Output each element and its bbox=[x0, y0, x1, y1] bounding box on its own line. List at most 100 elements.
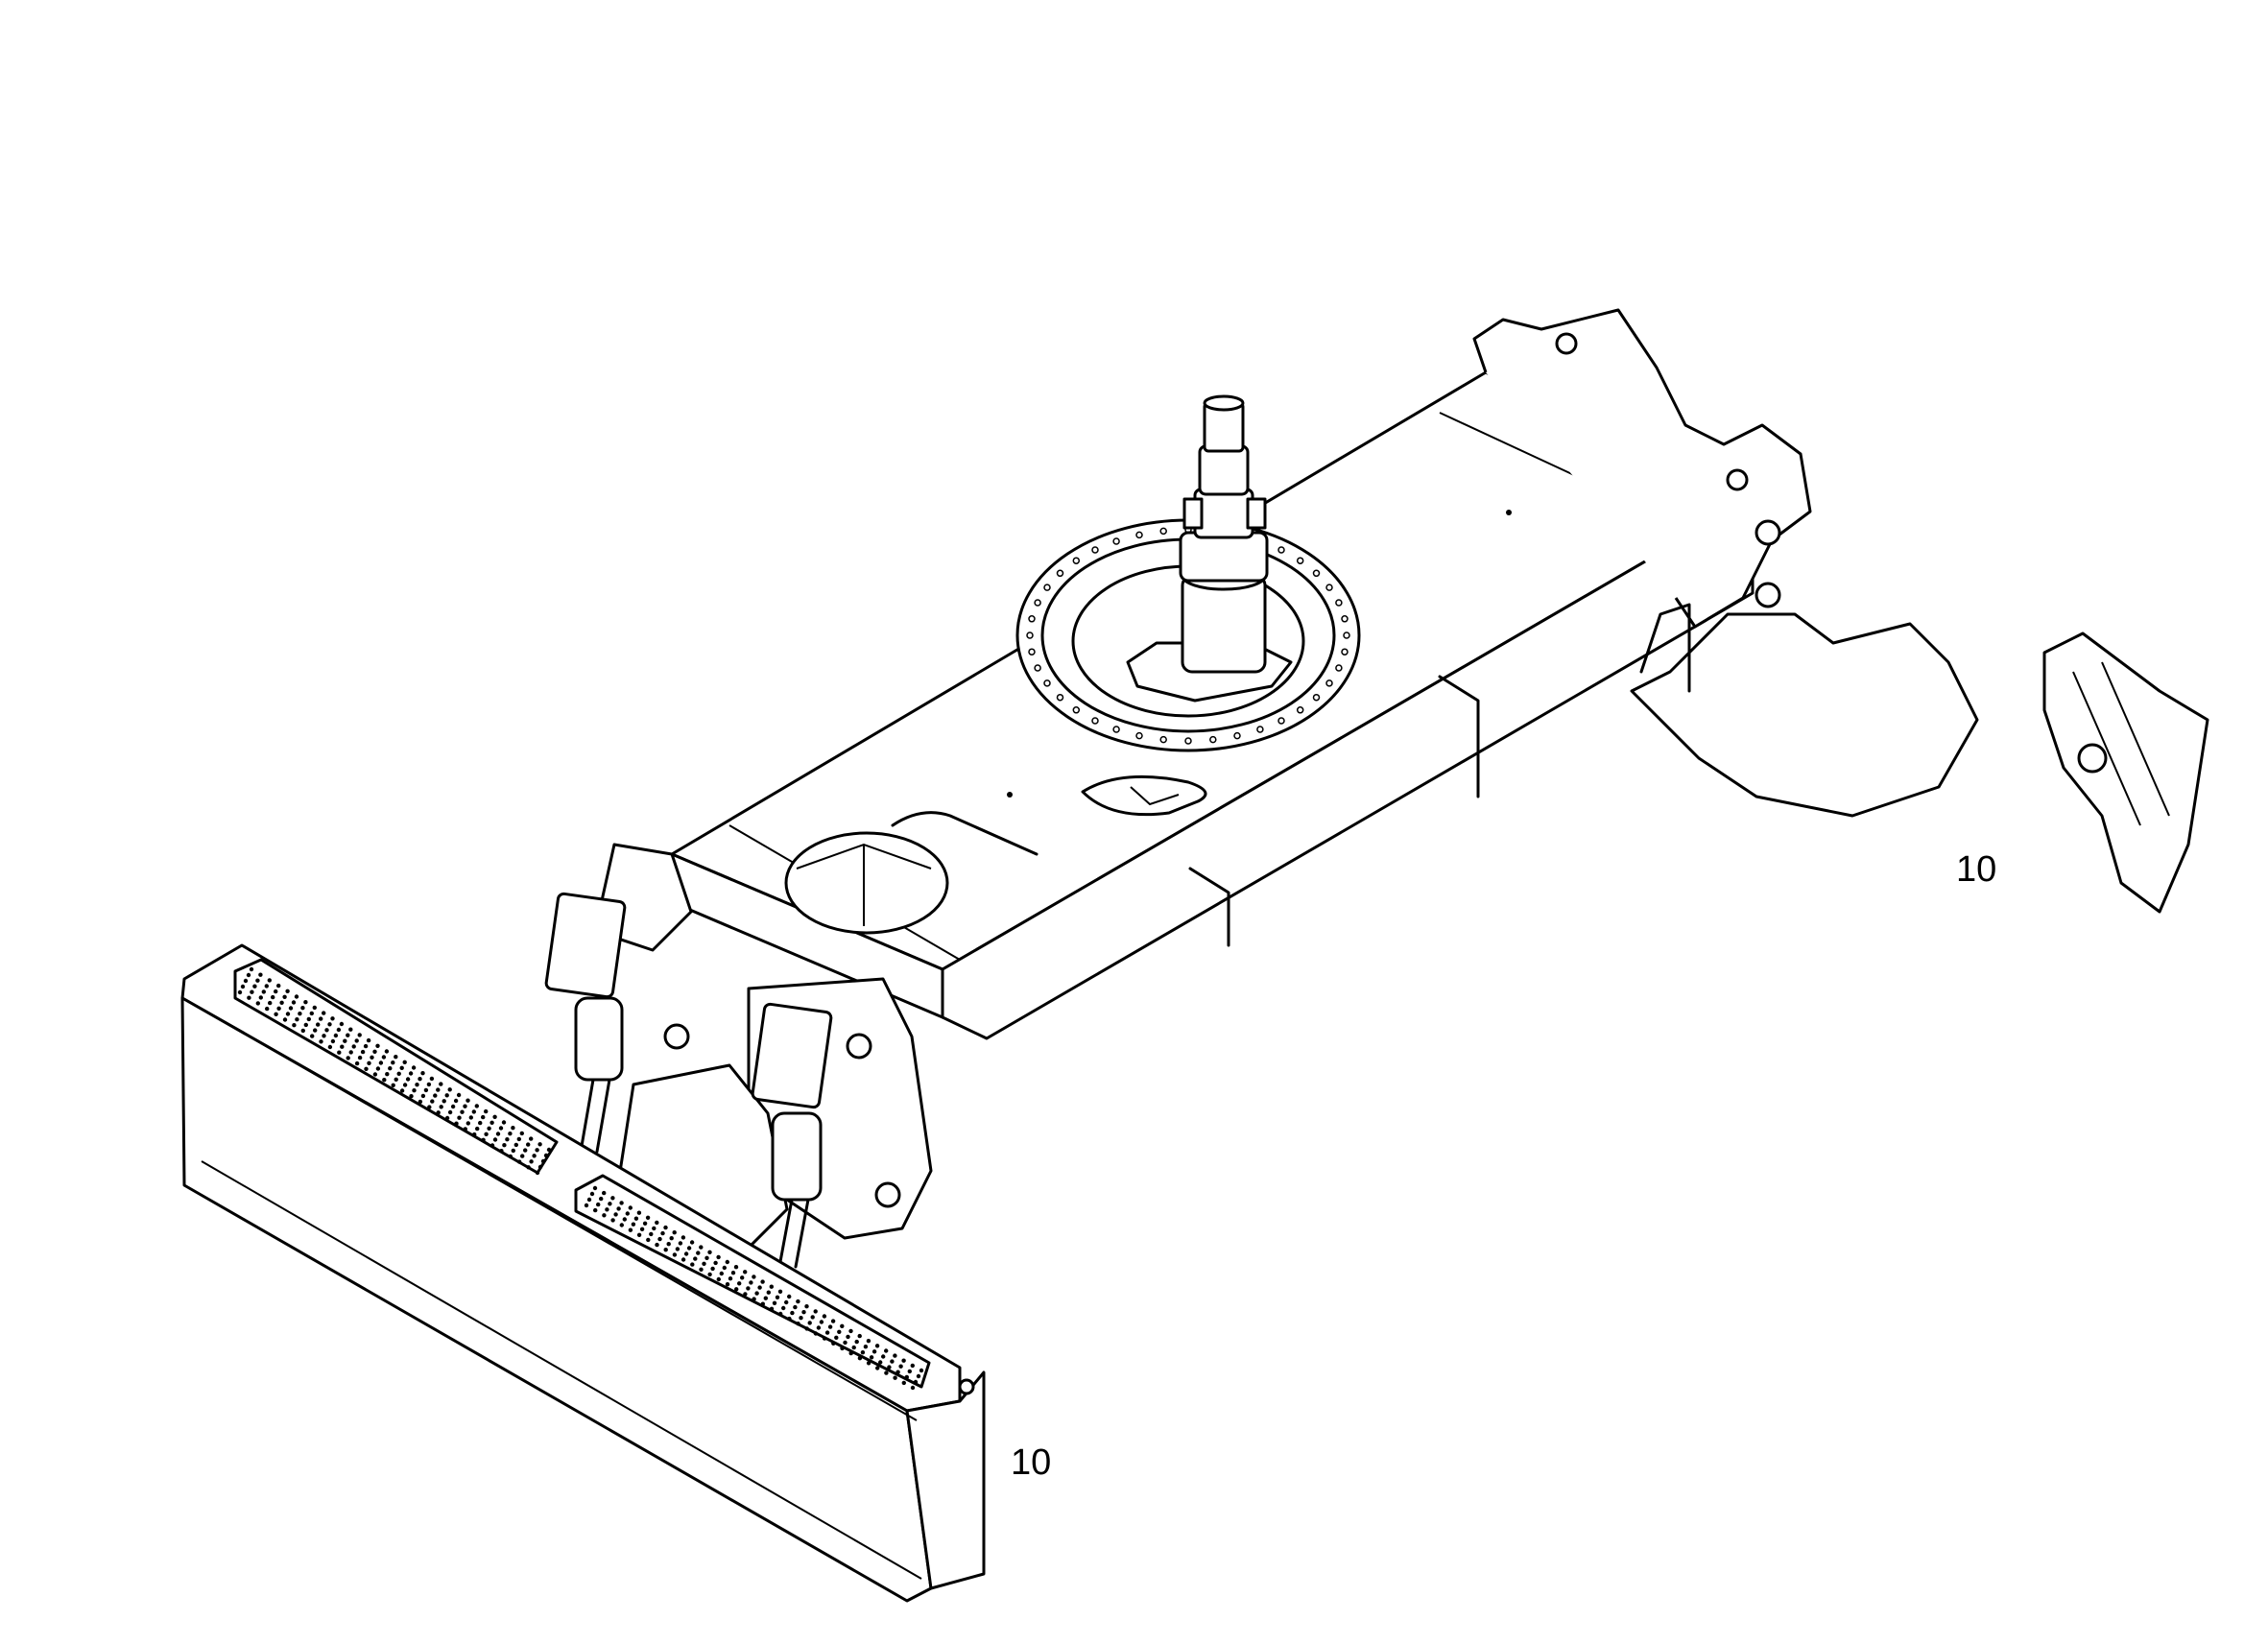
bolt-hole bbox=[1043, 679, 1051, 687]
tread-perforation bbox=[316, 1022, 321, 1027]
tread-perforation bbox=[913, 1379, 919, 1385]
tread-perforation bbox=[523, 1148, 528, 1153]
tread-perforation bbox=[484, 1132, 489, 1137]
tread-perforation bbox=[840, 1323, 845, 1329]
tread-perforation bbox=[784, 1299, 789, 1305]
tread-perforation bbox=[505, 1137, 510, 1142]
tread-perforation bbox=[807, 1321, 812, 1325]
tread-perforation bbox=[546, 1147, 552, 1153]
bolt-hole bbox=[1072, 706, 1081, 714]
tread-perforation bbox=[433, 1093, 438, 1098]
tread-perforation bbox=[830, 1319, 836, 1323]
tread-perforation bbox=[489, 1143, 495, 1148]
tread-perforation bbox=[796, 1299, 800, 1304]
tread-perforation bbox=[592, 1185, 598, 1191]
tread-perforation bbox=[910, 1385, 916, 1391]
tread-perforation bbox=[298, 1012, 302, 1016]
tread-perforation bbox=[520, 1154, 525, 1158]
tread-perforation bbox=[327, 1022, 332, 1027]
tread-perforation bbox=[636, 1210, 642, 1215]
tread-perforation bbox=[893, 1375, 897, 1380]
tread-perforation bbox=[268, 1000, 273, 1006]
tread-perforation bbox=[517, 1159, 522, 1164]
tread-perforation bbox=[840, 1346, 845, 1351]
tread-perforation bbox=[722, 1265, 727, 1271]
tread-perforation bbox=[878, 1360, 883, 1365]
bolt-hole bbox=[1343, 631, 1350, 639]
tread-perforation bbox=[649, 1231, 654, 1237]
tread-perforation bbox=[384, 1049, 390, 1054]
tread-perforation bbox=[411, 1065, 417, 1070]
tread-perforation bbox=[309, 1011, 314, 1016]
tread-perforation bbox=[478, 1120, 483, 1126]
tread-perforation bbox=[274, 1012, 278, 1017]
tread-perforation bbox=[813, 1331, 819, 1336]
tread-perforation bbox=[271, 994, 275, 1000]
frame-opening bbox=[784, 831, 949, 935]
bolt-hole bbox=[1072, 557, 1081, 564]
tread-perforation bbox=[710, 1266, 715, 1272]
tread-perforation bbox=[237, 989, 243, 995]
tread-perforation bbox=[243, 978, 249, 984]
bolt-hole bbox=[1026, 631, 1034, 639]
tread-perforation bbox=[360, 1049, 366, 1055]
tread-perforation bbox=[866, 1361, 871, 1366]
tread-perforation bbox=[495, 1132, 501, 1136]
tread-perforation bbox=[631, 1222, 636, 1227]
tread-perforation bbox=[777, 1289, 783, 1295]
tread-perforation bbox=[375, 1066, 381, 1071]
tread-perforation bbox=[819, 1320, 824, 1324]
bolt-hole bbox=[1091, 546, 1099, 554]
tread-perforation bbox=[683, 1251, 689, 1256]
tread-perforation bbox=[602, 1190, 607, 1196]
tread-perforation bbox=[516, 1136, 521, 1142]
tread-perforation bbox=[655, 1242, 659, 1248]
tread-perforation bbox=[887, 1365, 892, 1370]
tread-perforation bbox=[831, 1341, 836, 1346]
tread-perforation bbox=[854, 1339, 859, 1345]
bolt-hole bbox=[1034, 664, 1041, 672]
tread-perforation bbox=[837, 1329, 842, 1335]
tread-perforation bbox=[596, 1202, 601, 1207]
bolt-hole bbox=[1043, 584, 1051, 591]
tread-perforation bbox=[689, 1240, 695, 1245]
tread-perforation bbox=[346, 1056, 350, 1060]
tread-perforation bbox=[463, 1104, 467, 1108]
tread-perforation bbox=[686, 1246, 692, 1251]
tread-perforation bbox=[295, 1017, 299, 1022]
tread-perforation bbox=[340, 1044, 345, 1049]
tread-perforation bbox=[599, 1196, 604, 1202]
tread-perforation bbox=[793, 1304, 798, 1310]
tread-perforation bbox=[255, 1001, 260, 1006]
tread-perforation bbox=[492, 1114, 497, 1120]
tread-perforation bbox=[678, 1241, 683, 1246]
tread-perforation bbox=[258, 972, 263, 977]
tread-perforation bbox=[454, 1121, 459, 1126]
tread-perforation bbox=[333, 1033, 339, 1038]
tread-perforation bbox=[511, 1148, 515, 1154]
tread-perforation bbox=[702, 1261, 706, 1267]
tread-perforation bbox=[749, 1280, 753, 1285]
tread-perforation bbox=[282, 994, 287, 1000]
tread-perforation bbox=[364, 1066, 369, 1072]
tread-perforation bbox=[394, 1055, 398, 1060]
tread-perforation bbox=[354, 1060, 360, 1066]
bolt-hole bbox=[1296, 557, 1304, 564]
tread-perforation bbox=[866, 1339, 871, 1344]
tread-perforation bbox=[396, 1071, 401, 1077]
tread-perforation bbox=[348, 1027, 353, 1032]
tread-perforation bbox=[288, 1006, 294, 1011]
tread-perforation bbox=[890, 1359, 895, 1364]
tread-perforation bbox=[734, 1287, 739, 1292]
tread-perforation bbox=[801, 1310, 806, 1315]
tread-perforation bbox=[816, 1325, 822, 1330]
tread-perforation bbox=[240, 984, 246, 989]
tread-perforation bbox=[330, 1038, 336, 1044]
tread-perforation bbox=[444, 1115, 450, 1121]
tread-perforation bbox=[279, 1000, 284, 1006]
tread-perforation bbox=[391, 1083, 395, 1088]
tread-perforation bbox=[450, 1104, 456, 1109]
tread-perforation bbox=[412, 1088, 417, 1093]
tread-perforation bbox=[306, 1016, 311, 1022]
